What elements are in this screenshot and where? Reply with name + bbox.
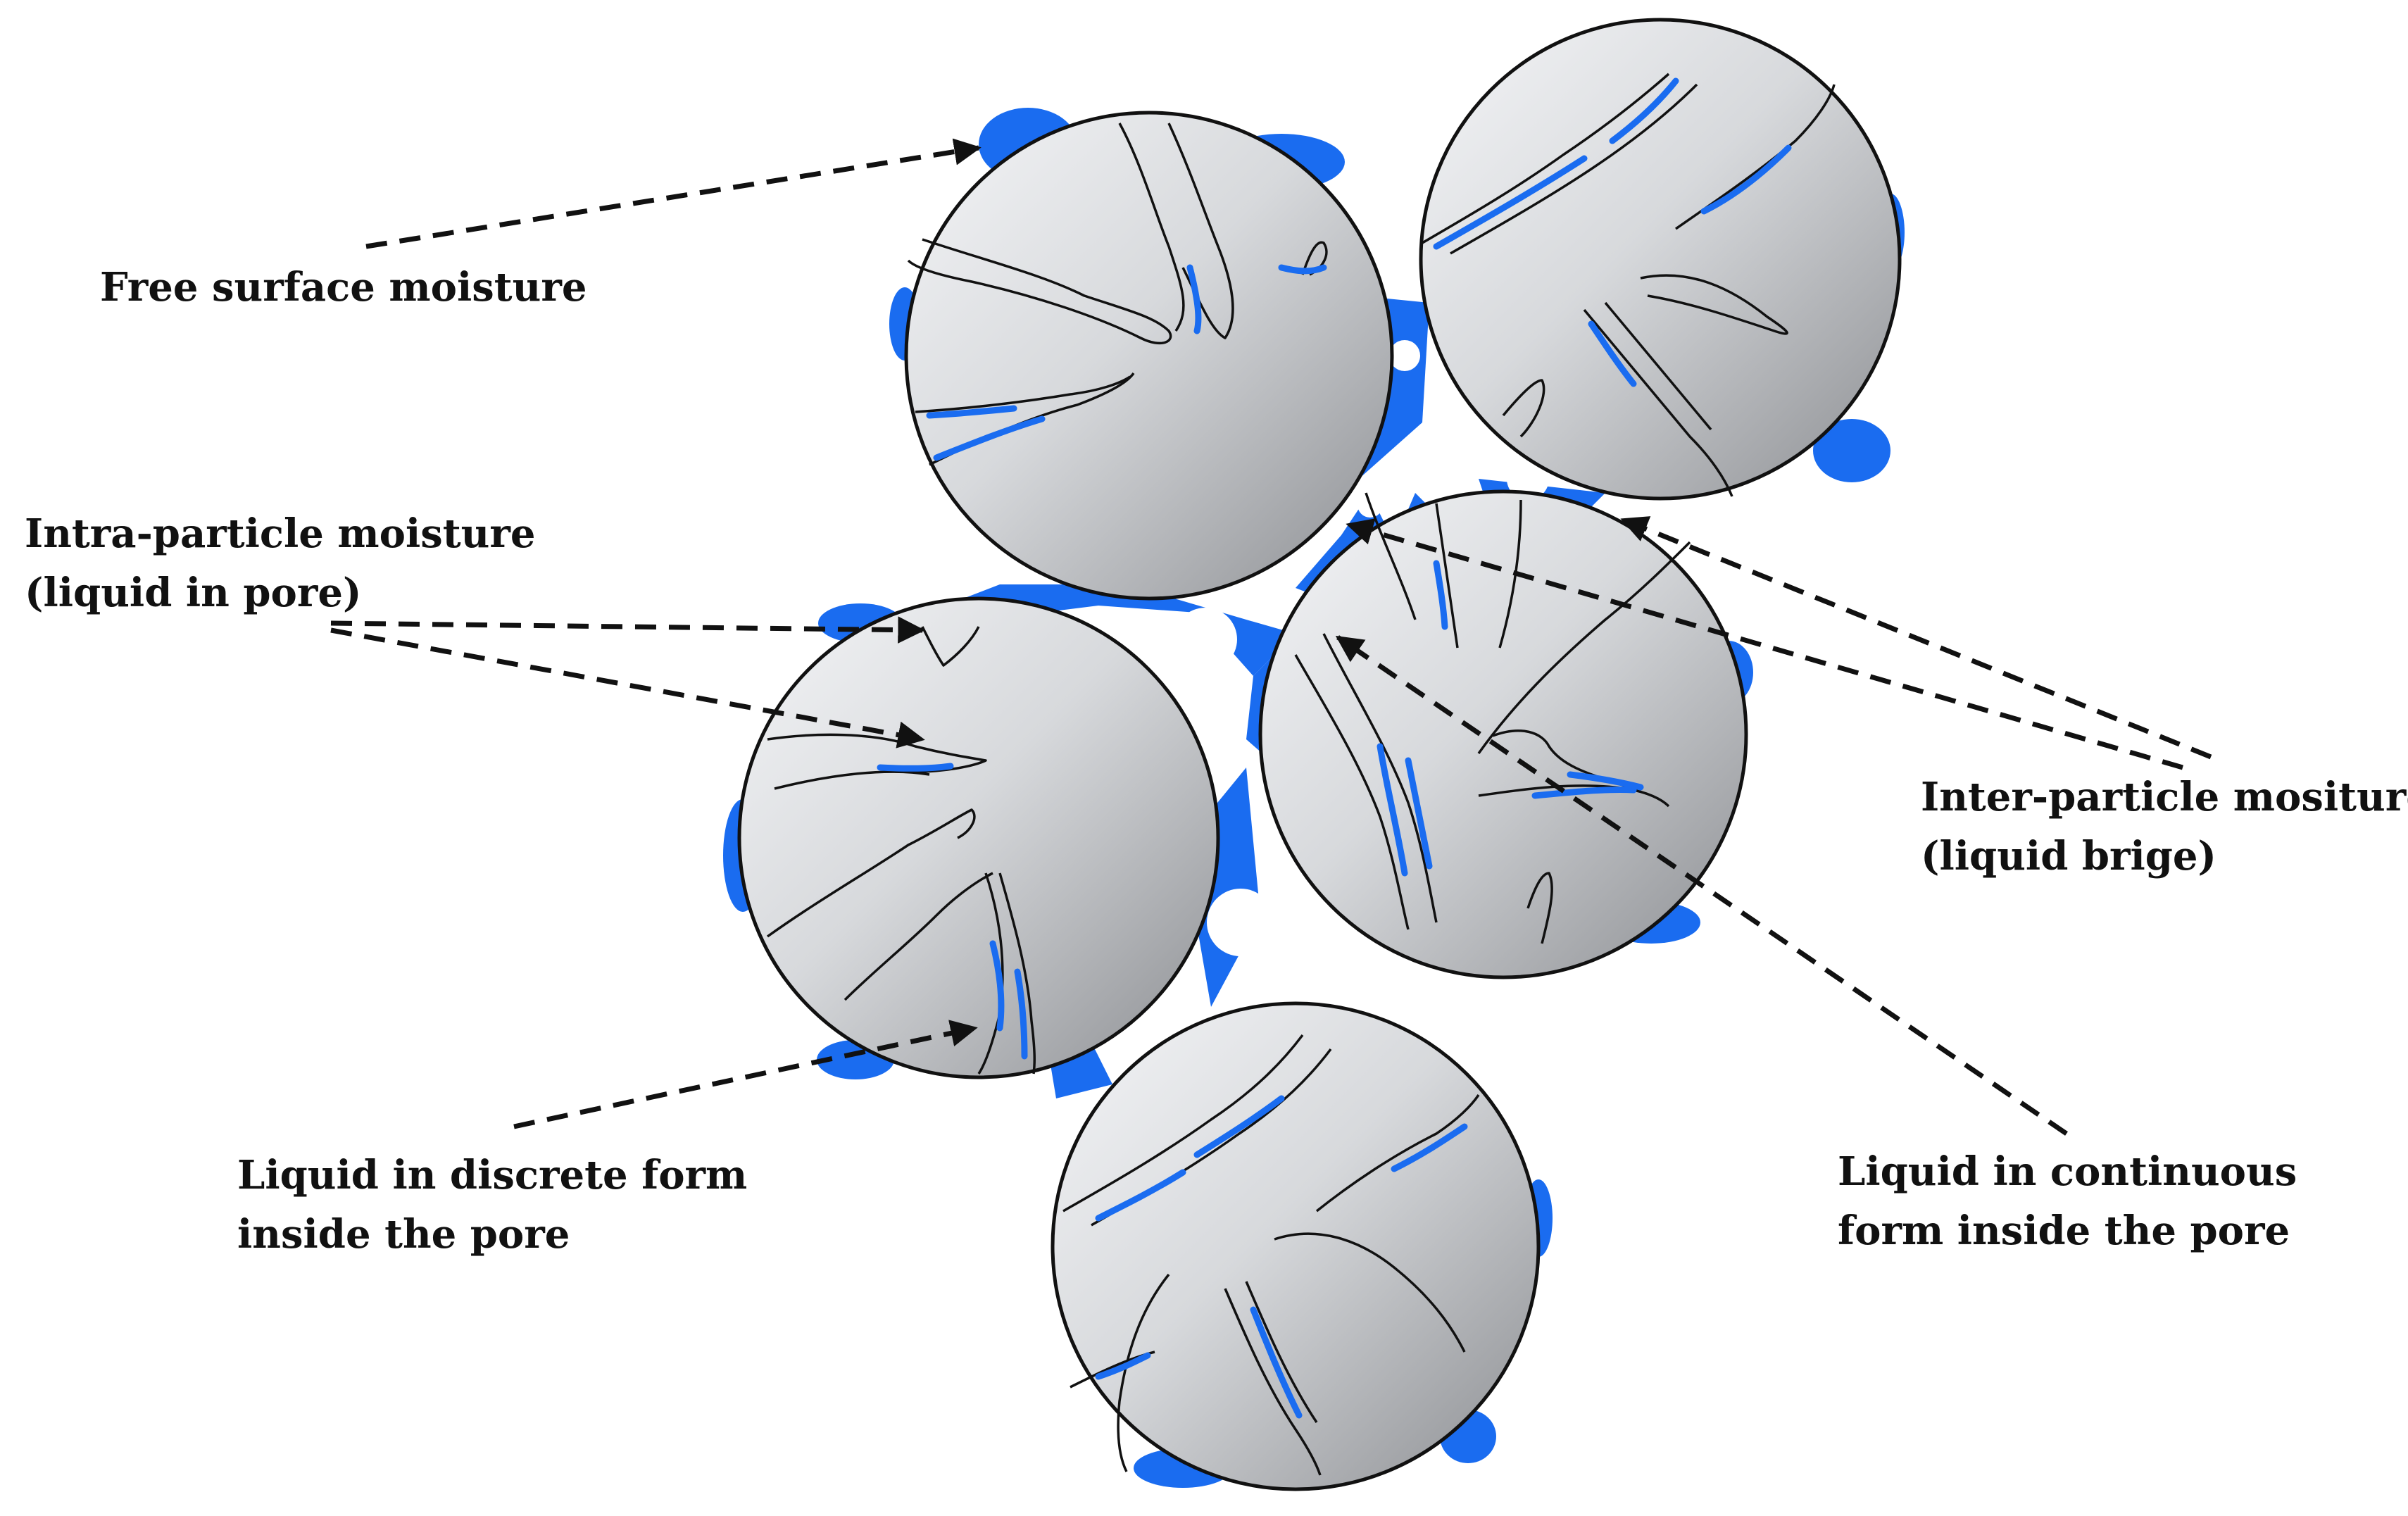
particles [737, 18, 1902, 1491]
pore-liquid-segment [933, 415, 1046, 461]
label-line: inside the pore [237, 1211, 570, 1258]
label-line: Free surface moisture [100, 264, 587, 311]
label-line: (liquid in pore) [25, 570, 362, 616]
gap-circle [1507, 458, 1549, 500]
label-line: form inside the pore [1838, 1208, 2290, 1254]
arrow-inter-2 [1346, 518, 2183, 770]
arrow-inter-1 [1620, 516, 2212, 760]
pore-line [1640, 274, 1788, 335]
label-free-surface-moisture: Free surface moisture [100, 258, 587, 317]
pore-line [766, 808, 976, 938]
pore-liquid-segment [1014, 968, 1028, 1060]
pore-line [1435, 503, 1459, 649]
pore-line [921, 626, 980, 667]
pore-liquid-segment [1391, 1123, 1468, 1172]
pore-liquid-segment [989, 940, 1005, 1032]
pore-liquid-segment [1278, 264, 1327, 275]
pore-line [1062, 1034, 1304, 1213]
pore-line [1478, 784, 1670, 808]
pore-liquid-segment [1095, 1169, 1186, 1222]
particle-middle-right [1258, 489, 1748, 979]
pore-liquid-segment [877, 763, 954, 772]
gap-circle [1389, 340, 1420, 371]
pore-line [998, 872, 1036, 1075]
pore-line [1450, 83, 1698, 255]
pore-line [1117, 1273, 1170, 1472]
pore-line [1365, 492, 1417, 620]
pore-line [915, 375, 1131, 413]
pore-line [774, 770, 930, 790]
label-line: (liquid brige) [1921, 833, 2217, 879]
arrows [330, 138, 2212, 1136]
pore-liquid [877, 77, 1792, 1419]
particle-bottom [1051, 1001, 1541, 1491]
pore-liquid-segment [1377, 743, 1408, 877]
arrow-free-surface [365, 138, 982, 249]
pore-liquid-segment [1609, 77, 1679, 144]
arrow-discrete [513, 1020, 978, 1129]
label-liquid-continuous: Liquid in continuous form inside the por… [1838, 1142, 2297, 1260]
pore-liquid-segment [1433, 155, 1588, 250]
pore-line [907, 238, 1172, 345]
label-line: Intra-particle moisture [25, 510, 536, 557]
gap-circle [1207, 889, 1274, 956]
pore-liquid-segment [1186, 264, 1202, 334]
pore-line [1274, 1232, 1466, 1353]
label-intra-particle-moisture: Intra-particle moisture (liquid in pore) [25, 504, 536, 622]
pore-line [1294, 654, 1410, 930]
pore-line [1224, 1288, 1322, 1476]
arrow-continuous [1335, 635, 2068, 1136]
pore-liquid-segment [1405, 757, 1433, 870]
pore-liquid-segment [1588, 320, 1637, 387]
pore-line [1604, 301, 1712, 431]
pore-liquid-segment [1095, 1352, 1151, 1380]
label-line: Liquid in discrete form [237, 1152, 748, 1198]
pore-line [1118, 123, 1185, 332]
pore-liquid-segment [1433, 560, 1448, 630]
pore-line [1583, 308, 1733, 497]
arrow-intra-1 [330, 616, 925, 644]
pore-liquid-segment [1567, 771, 1644, 791]
particle-top-right [1419, 18, 1902, 501]
particle-middle-left [737, 596, 1220, 1079]
pore-line [1502, 379, 1545, 438]
pore-line [1315, 1094, 1480, 1213]
pore-line [1422, 73, 1670, 244]
pore-liquid-segment [1193, 1095, 1285, 1158]
pore-line [1477, 541, 1691, 755]
label-line: Inter-particle mositure [1921, 774, 2408, 820]
label-liquid-discrete: Liquid in discrete form inside the pore [237, 1146, 747, 1264]
label-line: Liquid in continuous [1838, 1148, 2297, 1195]
pore-line [1167, 123, 1234, 339]
pore-line [844, 872, 993, 1001]
pore-line [1245, 1281, 1318, 1423]
pore-line [1322, 633, 1438, 923]
particle-top-left [904, 111, 1394, 601]
label-inter-particle-moisture: Inter-particle mositure (liquid brige) [1921, 768, 2408, 886]
pore-liquid-segment [1700, 144, 1792, 215]
pore-liquid-segment [1531, 787, 1637, 799]
moisture-blob [1813, 419, 1890, 482]
pore-liquid-segment [926, 405, 1017, 419]
gap-circle [1174, 608, 1237, 671]
pore-liquid-segment [1250, 1306, 1303, 1419]
pore-line [1526, 872, 1553, 944]
